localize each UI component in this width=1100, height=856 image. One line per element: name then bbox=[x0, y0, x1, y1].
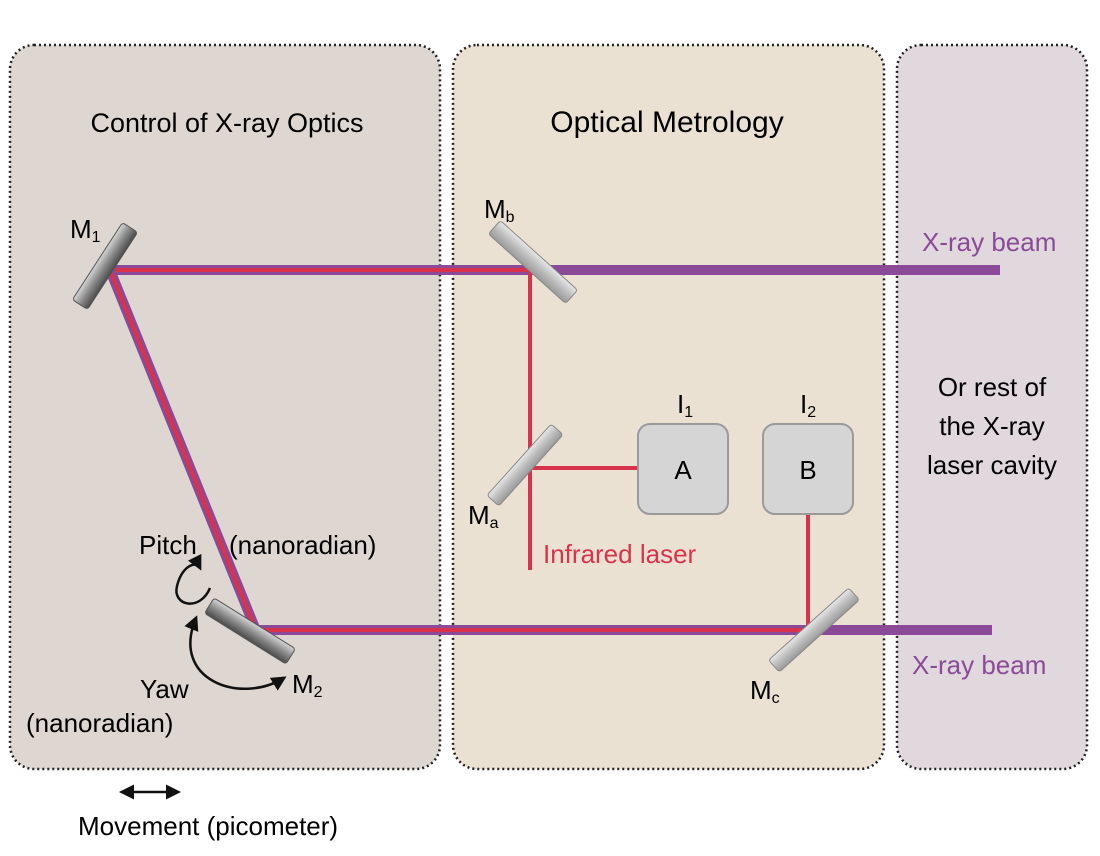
mirror-mc bbox=[769, 588, 859, 672]
label-mc: Mc bbox=[750, 675, 780, 707]
label-yaw-unit: (nanoradian) bbox=[26, 708, 173, 738]
label-pitch: Pitch bbox=[139, 530, 197, 560]
label-xray-beam-top: X-ray beam bbox=[922, 227, 1056, 257]
panel-title-optical-metrology: Optical Metrology bbox=[550, 106, 783, 139]
panel-optical-metrology bbox=[451, 43, 886, 771]
mirror-mb bbox=[489, 221, 577, 303]
mirror-ma bbox=[487, 424, 563, 506]
panel-rest-of-cavity bbox=[895, 43, 1089, 771]
pitch-rotation-arrow bbox=[175, 553, 212, 605]
panel-xray-optics bbox=[8, 43, 442, 771]
label-m1: M1 bbox=[70, 214, 101, 246]
label-xray-beam-bottom: X-ray beam bbox=[912, 650, 1046, 680]
rest-of-cavity-line3: laser cavity bbox=[927, 450, 1057, 480]
label-m2: M2 bbox=[292, 669, 323, 701]
label-infrared-laser: Infrared laser bbox=[543, 539, 697, 569]
mirror-m1 bbox=[73, 223, 137, 309]
infrared-laser-path bbox=[528, 270, 810, 630]
label-ma: Ma bbox=[468, 500, 499, 532]
rest-of-cavity-line1: Or rest of bbox=[938, 372, 1047, 402]
label-movement: Movement (picometer) bbox=[78, 811, 338, 841]
combined-beam-diagonal bbox=[105, 268, 260, 630]
detector-b bbox=[762, 423, 854, 515]
rest-of-cavity-line2: the X-ray bbox=[939, 411, 1045, 441]
detector-a-label: A bbox=[674, 455, 692, 485]
label-mb: Mb bbox=[484, 194, 515, 226]
yaw-rotation-arrow bbox=[184, 615, 287, 691]
detector-b-label: B bbox=[799, 455, 816, 485]
label-i1: I1 bbox=[677, 389, 693, 421]
label-yaw: Yaw bbox=[140, 674, 189, 704]
label-i2: I2 bbox=[800, 389, 816, 421]
detector-a bbox=[637, 423, 729, 515]
panel-title-xray-optics: Control of X-ray Optics bbox=[90, 108, 363, 138]
label-pitch-unit: (nanoradian) bbox=[229, 530, 376, 560]
